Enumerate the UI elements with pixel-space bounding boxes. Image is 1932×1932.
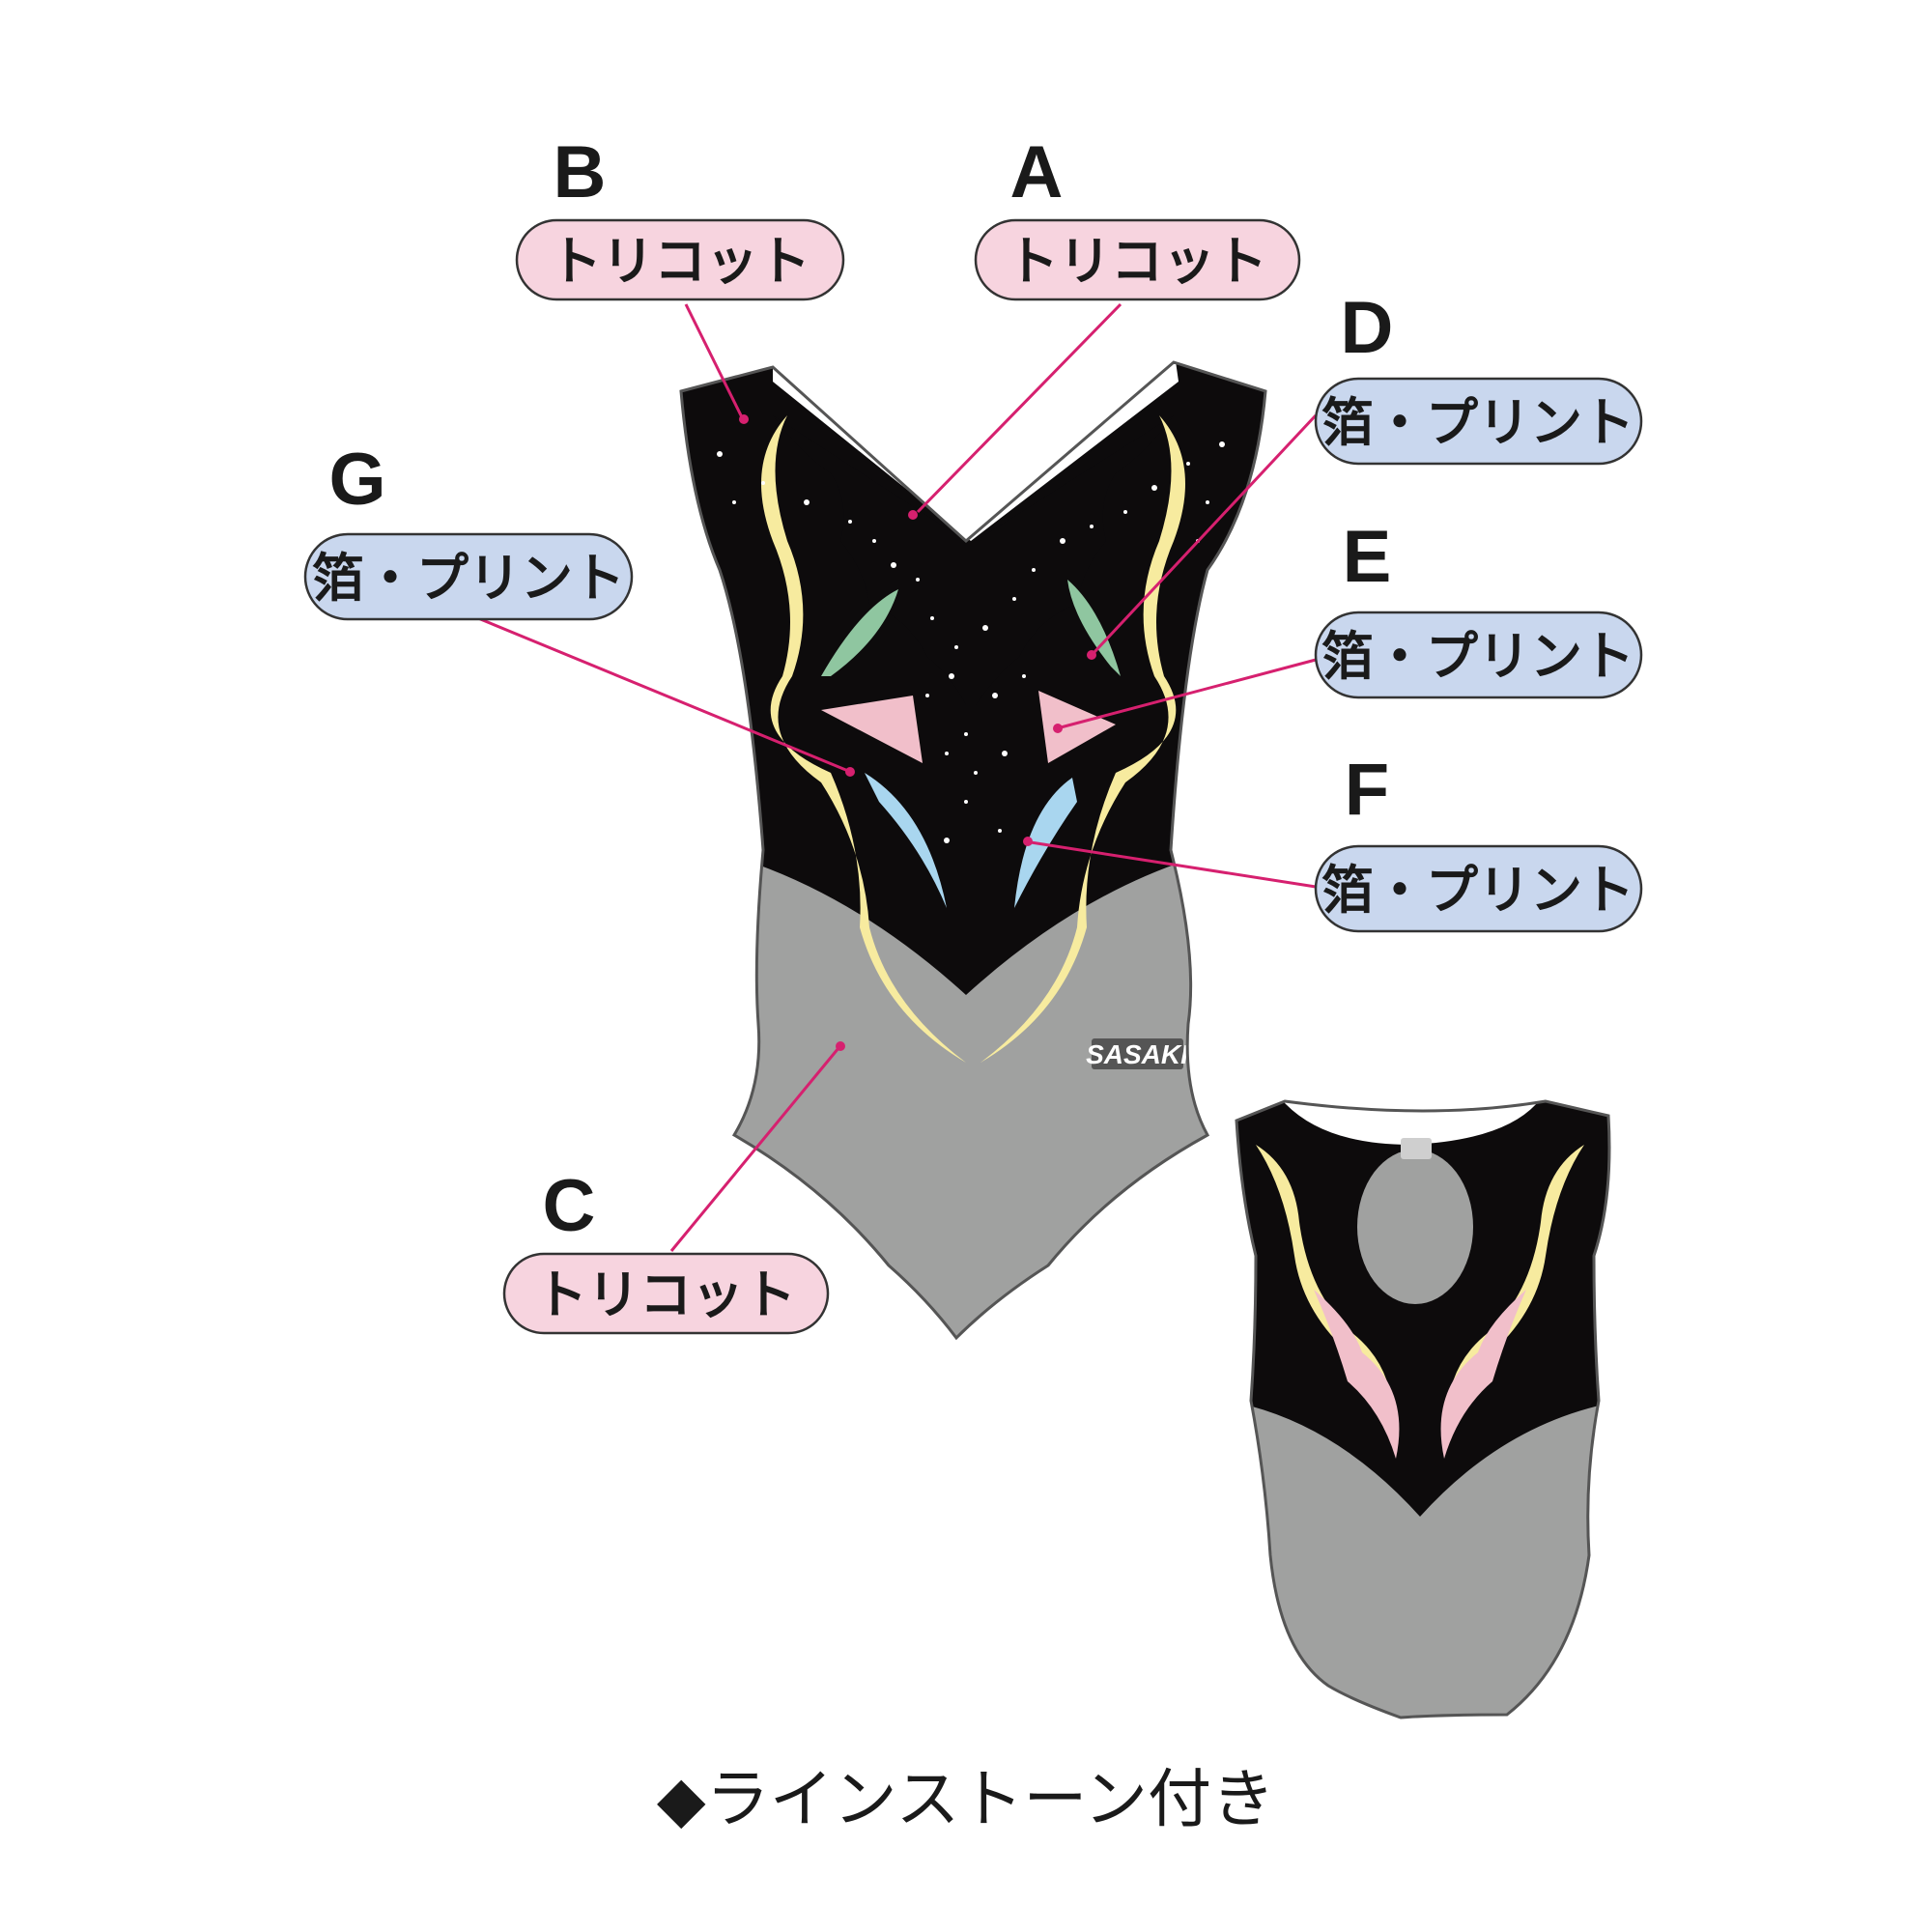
pill-a [974, 218, 1301, 301]
leotard-back-outline [1235, 1099, 1611, 1719]
rhinestone [1012, 597, 1016, 601]
label-c: トリコット [535, 1264, 796, 1325]
pill-b [515, 218, 845, 301]
leader-line-d [1093, 413, 1318, 654]
rhinestone [954, 645, 958, 649]
leotard-back [1235, 1099, 1611, 1719]
letter-d: D [1341, 287, 1394, 369]
leader-line-c [669, 1047, 840, 1252]
back-swirl-yellow-right [1447, 1145, 1584, 1439]
leader-line-e [1060, 658, 1317, 729]
rhinestone [804, 499, 810, 505]
rhinestone [992, 693, 998, 698]
rhinestone [848, 520, 852, 524]
pill-f [1314, 844, 1643, 933]
leader-dot-e [1053, 724, 1063, 733]
rhinestone [1002, 751, 1008, 756]
callout-c: トリコット C [502, 1041, 845, 1335]
leader-dot-d [1087, 650, 1096, 660]
rhinestone [1060, 538, 1065, 544]
rhinestone [916, 578, 920, 582]
rhinestone [732, 500, 736, 504]
part-e-pink-right [1038, 691, 1116, 763]
rhinestone [930, 616, 934, 620]
back-swirl-pink-right [1440, 1290, 1526, 1459]
part-pink-left [821, 696, 923, 763]
pill-g [303, 532, 634, 621]
rhinestone [891, 562, 896, 568]
label-a: トリコット [1007, 231, 1267, 292]
pill-d [1314, 377, 1643, 466]
label-e: 箔・プリント [1321, 626, 1634, 687]
back-clasp [1401, 1138, 1432, 1159]
rhinestone [945, 752, 949, 755]
rhinestone [998, 829, 1002, 833]
petal-right [976, 415, 1174, 705]
letter-e: E [1343, 516, 1392, 598]
letter-g: G [328, 439, 385, 521]
callout-b: トリコット B [515, 131, 845, 424]
rhinestone [1219, 441, 1225, 447]
leader-line-a [916, 302, 1122, 514]
rhinestone [1151, 485, 1157, 491]
rhinestone [1022, 674, 1026, 678]
label-g: 箔・プリント [312, 548, 625, 609]
callout-a: トリコット A [908, 131, 1301, 520]
rhinestone [964, 800, 968, 804]
leader-dot-b [739, 414, 749, 424]
letter-b: B [554, 131, 607, 213]
swirl-g-yellow-left [761, 415, 966, 1063]
part-blue-left [865, 773, 947, 908]
logo: SASAKI [1086, 1039, 1189, 1069]
letter-f: F [1345, 749, 1389, 831]
rhinestone [1032, 568, 1036, 572]
leader-line-f [1030, 840, 1317, 889]
rhinestone [761, 481, 765, 485]
logo-badge [1092, 1038, 1183, 1069]
leader-dot-g [845, 767, 855, 777]
swirl-yellow-right [980, 415, 1185, 1063]
rhinestone [872, 539, 876, 543]
letter-c: C [543, 1165, 596, 1247]
back-black-panel [1236, 1101, 1609, 1517]
rhinestone [964, 732, 968, 736]
rhinestone [1206, 500, 1209, 504]
rhinestone [944, 838, 950, 843]
label-d: 箔・プリント [1321, 392, 1634, 453]
leotard-front: SASAKI [679, 360, 1267, 1341]
back-keyhole [1357, 1150, 1473, 1304]
part-f-blue-right [1014, 778, 1077, 908]
leader-line-b [684, 303, 744, 418]
label-f: 箔・プリント [1321, 860, 1634, 921]
rhinestone [982, 625, 988, 631]
back-swirl-yellow-left [1256, 1145, 1393, 1439]
leader-dot-a [908, 510, 918, 520]
callout-g: 箔・プリント G [303, 439, 855, 777]
pill-e [1314, 611, 1643, 699]
letter-a: A [1010, 131, 1064, 213]
rhinestone-note: ◆ラインストーン付き [657, 1762, 1275, 1836]
rhinestone [974, 771, 978, 775]
rhinestone [1090, 525, 1094, 528]
leader-dot-f [1023, 837, 1033, 846]
rhinestone [1123, 510, 1127, 514]
leader-line-g [477, 616, 849, 773]
label-b: トリコット [550, 231, 810, 292]
petal-left [773, 415, 966, 705]
leader-dot-c [836, 1041, 845, 1051]
part-d-green-right [1067, 580, 1121, 676]
leotard-front-outline [679, 360, 1267, 1341]
back-swirl-pink-left [1314, 1290, 1400, 1459]
part-g-green-left [821, 589, 898, 676]
callout-f: 箔・プリント F [1023, 749, 1643, 933]
callout-e: 箔・プリント E [1053, 516, 1643, 733]
rhinestone [1186, 462, 1190, 466]
rhinestone [925, 694, 929, 697]
rhinestone [949, 673, 954, 679]
pill-c [502, 1252, 830, 1335]
callout-d: 箔・プリント D [1087, 287, 1643, 660]
rhinestone [717, 451, 723, 457]
rhinestones [717, 441, 1225, 843]
